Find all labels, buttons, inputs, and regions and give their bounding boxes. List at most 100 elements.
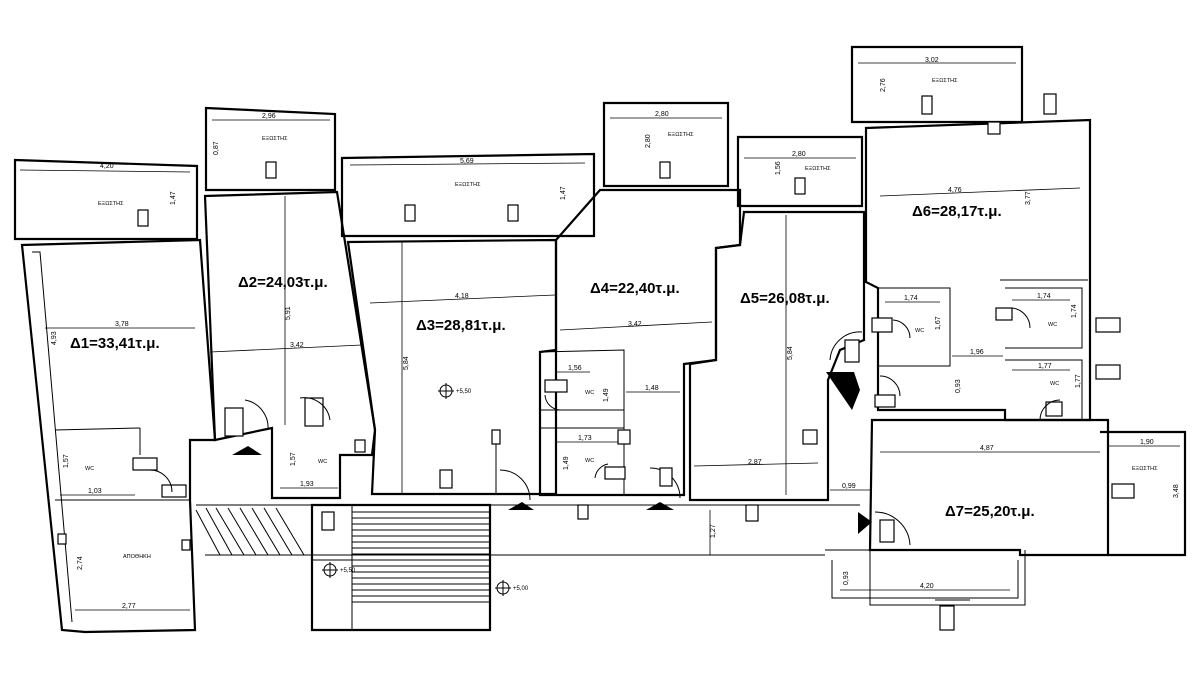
dim-d4wc2h: 1,49 — [563, 456, 570, 470]
dim-d6wc2: 1,74 — [1037, 293, 1051, 300]
unit-label-d6: Δ6=28,17τ.μ. — [912, 203, 1002, 220]
radiator — [1043, 93, 1057, 115]
dim-d4wc2: 1,73 — [578, 435, 592, 442]
balcony-d6: 3,02 2,76 ΕΞΩΣΤΗΣ — [850, 45, 1024, 124]
unit-label-d2: Δ2=24,03τ.μ. — [238, 274, 328, 291]
radiator — [1095, 364, 1121, 380]
sink — [132, 457, 158, 471]
radiator — [1095, 317, 1121, 333]
dim-d4wc1: 1,56 — [568, 365, 582, 372]
dim-b1v: 1,47 — [170, 191, 177, 205]
entrance-arrow — [858, 512, 872, 534]
unit-label-d7: Δ7=25,20τ.μ. — [945, 503, 1035, 520]
toilet — [161, 484, 187, 498]
door-swing — [244, 399, 269, 431]
dim-d6cv: 0,93 — [955, 379, 962, 393]
room-balcony-6: ΕΞΩΣΤΗΣ — [932, 78, 958, 84]
dim-b6v: 2,76 — [880, 78, 887, 92]
balcony-d3: 5,69 1,47 ΕΞΩΣΤΗΣ — [340, 152, 596, 238]
column — [181, 539, 191, 551]
dim-d2wch: 1,57 — [290, 452, 297, 466]
stair-treads-upper — [352, 511, 490, 555]
unit-label-d4: Δ4=22,40τ.μ. — [590, 280, 680, 297]
column — [987, 121, 1001, 135]
dim-d7bal: 1,90 — [1140, 439, 1154, 446]
entrance-arrow — [826, 372, 860, 410]
room-balcony-3: ΕΞΩΣΤΗΣ — [455, 182, 481, 188]
dim-d5c: 0,99 — [842, 483, 856, 490]
dim-b3: 5,69 — [460, 158, 474, 165]
radiator — [439, 469, 453, 489]
radiator — [507, 204, 519, 222]
kitchen-unit — [304, 397, 324, 427]
radiator — [659, 161, 671, 179]
door-swing — [299, 397, 331, 421]
column — [802, 429, 818, 445]
sink — [617, 429, 631, 445]
elevation-entry: +5,00 — [513, 586, 529, 592]
dim-d4wc1h: 1,49 — [603, 388, 610, 402]
dim-b6: 3,02 — [925, 57, 939, 64]
dim-d6wc2h: 1,74 — [1071, 304, 1078, 318]
dim-b2: 2,96 — [262, 113, 276, 120]
dim-d2w: 3,42 — [290, 342, 304, 349]
balcony-d2: 2,96 0,87 ΕΞΩΣΤΗΣ — [204, 106, 337, 192]
room-wc-d6a: WC — [915, 328, 924, 334]
dim-b5v: 1,56 — [775, 161, 782, 175]
dim-d1wc: 1,57 — [63, 454, 70, 468]
room-balcony-5: ΕΞΩΣΤΗΣ — [805, 166, 831, 172]
unit-d3: 4,18 5,84 Δ3=28,81τ.μ. +5,50 — [346, 238, 558, 510]
room-balcony-1: ΕΞΩΣΤΗΣ — [98, 201, 124, 207]
dim-d7balh: 3,48 — [1173, 484, 1180, 498]
elevation-stairs: +5,50 — [340, 568, 356, 574]
room-balcony-2: ΕΞΩΣΤΗΣ — [262, 136, 288, 142]
entrance-arrow — [508, 502, 534, 510]
dim-d6wc3h: 1,77 — [1075, 374, 1082, 388]
dim-d3h: 5,84 — [403, 356, 410, 370]
room-wc-d4a: WC — [585, 390, 594, 396]
dim-d1st: 2,77 — [122, 603, 136, 610]
room-storage-d1: ΑΠΟΘΗΚΗ — [123, 554, 151, 560]
unit-label-d1: Δ1=33,41τ.μ. — [70, 335, 160, 352]
radiator — [844, 339, 860, 363]
toilet — [871, 317, 893, 333]
balcony-d4: 2,80 2,80 ΕΞΩΣΤΗΣ — [602, 101, 730, 188]
dim-d6wc1h: 1,67 — [935, 316, 942, 330]
dim-b5: 2,80 — [792, 151, 806, 158]
elevation-d3: +5,50 — [456, 389, 472, 395]
dim-d4c: 1,48 — [645, 385, 659, 392]
toilet — [995, 307, 1013, 321]
unit-d5: 2,87 5,84 Δ5=26,08τ.μ. 0,99 — [688, 210, 870, 522]
stair-treads-left — [195, 507, 305, 556]
door-swing — [879, 375, 901, 397]
dim-d7v: 0,93 — [843, 571, 850, 585]
unit-d6: 4,76 3,77 Δ6=28,17τ.μ. 1,74 WC 1,67 1,74… — [864, 93, 1121, 422]
dim-b3v: 1,47 — [560, 186, 567, 200]
dim-b1: 4,20 — [100, 163, 114, 170]
dim-d1sth: 2,74 — [77, 556, 84, 570]
unit-d7: 4,87 4,20 0,93 Δ7=25,20τ.μ. 1,90 3,48 ΕΞ… — [825, 418, 1187, 631]
room-wc-d6c: WC — [1050, 381, 1059, 387]
radiator — [577, 504, 589, 520]
dim-d6c: 1,96 — [970, 349, 984, 356]
dim-d6h: 3,77 — [1025, 191, 1032, 205]
radiator — [879, 519, 895, 543]
kitchen-unit — [224, 407, 244, 437]
radiator — [921, 95, 933, 115]
stair-treads-lower — [352, 565, 490, 603]
dim-d7w: 4,87 — [980, 445, 994, 452]
dim-d5w: 2,87 — [748, 459, 762, 466]
door-swing — [892, 319, 911, 339]
unit-d1: 3,78 4,93 Δ1=33,41τ.μ. WC 1,57 1,03 ΑΠΟΘ… — [20, 238, 217, 634]
sink — [1045, 401, 1063, 417]
radiator — [265, 161, 277, 179]
room-wc-d6b: WC — [1048, 322, 1057, 328]
dim-d2h: 5,91 — [285, 306, 292, 320]
toilet — [604, 466, 626, 480]
dim-d1h: 4,93 — [51, 331, 58, 345]
door-swing — [1039, 399, 1061, 421]
radiator — [745, 504, 759, 522]
door-swing — [499, 469, 531, 501]
sink — [354, 439, 366, 453]
staircase: +5,50 +5,00 — [195, 503, 529, 632]
